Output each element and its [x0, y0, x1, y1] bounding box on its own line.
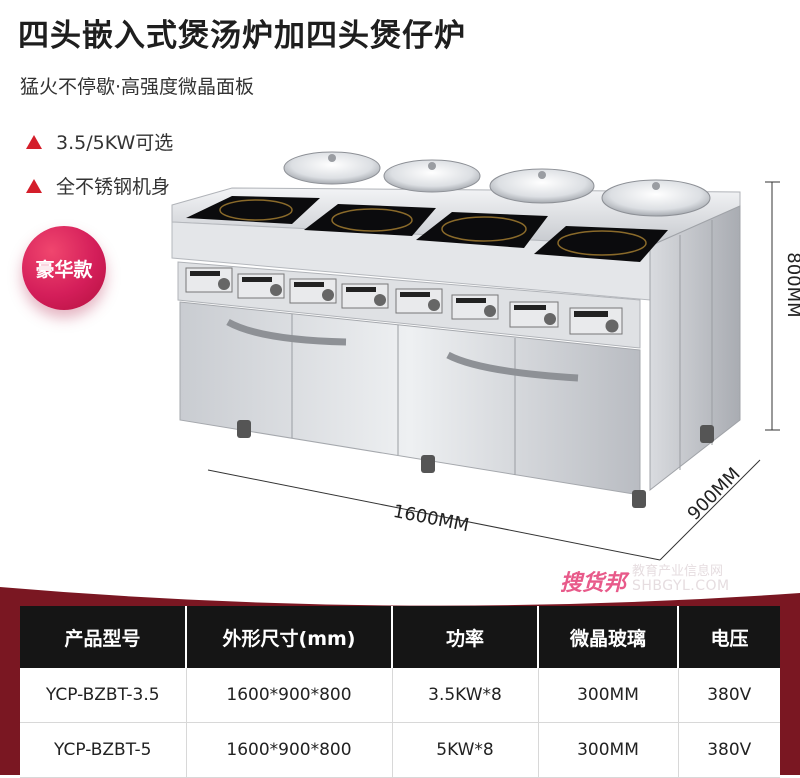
feature-item: 全不锈钢机身 [26, 172, 170, 199]
cell-power: 5KW*8 [392, 722, 539, 778]
stove-foot [237, 420, 251, 438]
soup-pot [601, 179, 711, 217]
stove-foot [632, 490, 646, 508]
control-module [341, 283, 389, 309]
cell-glass: 300MM [538, 668, 679, 723]
door-handle [226, 318, 347, 346]
header-size: 外形尺寸(mm) [186, 606, 393, 668]
control-module [237, 273, 285, 299]
page-subtitle: 猛火不停歇·高强度微晶面板 [20, 76, 255, 98]
header-power: 功率 [392, 606, 539, 668]
control-module [451, 294, 499, 320]
stove-right-side [649, 205, 741, 492]
soup-pot [383, 159, 481, 193]
width-label: 1600MM [391, 501, 470, 536]
depth-dimension-line [659, 459, 761, 561]
cell-model: YCP-BZBT-3.5 [20, 668, 187, 723]
induction-plate [416, 212, 548, 248]
control-module [289, 278, 337, 304]
feature-text: 3.5/5KW可选 [56, 132, 174, 154]
feature-text: 全不锈钢机身 [56, 176, 171, 198]
header-voltage: 电压 [678, 606, 780, 668]
cell-glass: 300MM [538, 722, 679, 778]
cell-model: YCP-BZBT-5 [20, 722, 187, 778]
soup-pot [283, 151, 381, 185]
cell-voltage: 380V [678, 668, 780, 723]
header-model: 产品型号 [20, 606, 187, 668]
height-label: 800MM [783, 252, 800, 317]
control-module [569, 307, 623, 335]
table-header-row: 产品型号 外形尺寸(mm) 功率 微晶玻璃 电压 [20, 606, 780, 668]
depth-label: 900MM [684, 464, 745, 525]
watermark-logo: 搜货邦 [560, 571, 627, 596]
cell-voltage: 380V [678, 722, 780, 778]
induction-plate [304, 204, 436, 236]
induction-plate [186, 196, 320, 224]
band-curve [0, 573, 800, 606]
cell-size: 1600*900*800 [186, 668, 393, 723]
control-module [185, 267, 233, 293]
table-row: YCP-BZBT-3.5 1600*900*800 3.5KW*8 300MM … [20, 668, 780, 723]
control-module [509, 301, 559, 328]
control-module [395, 288, 443, 314]
stove-foot [421, 455, 435, 473]
table-row: YCP-BZBT-5 1600*900*800 5KW*8 300MM 380V [20, 722, 780, 778]
watermark-tagline: 教育产业信息网 [632, 564, 724, 579]
door-handle [446, 351, 579, 382]
cell-size: 1600*900*800 [186, 722, 393, 778]
triangle-bullet-icon [26, 178, 42, 193]
triangle-bullet-icon [26, 134, 42, 149]
badge-deluxe: 豪华款 [22, 226, 106, 310]
watermark: 搜货邦 教育产业信息网 SHBGYL.COM [560, 565, 730, 597]
spec-table: 产品型号 外形尺寸(mm) 功率 微晶玻璃 电压 YCP-BZBT-3.5 16… [20, 606, 780, 778]
stove-illustration: 1600MM 900MM 800MM [171, 151, 800, 561]
soup-pot [489, 168, 595, 204]
page-title: 四头嵌入式煲汤炉加四头煲仔炉 [18, 18, 466, 54]
induction-plate [534, 226, 668, 262]
cell-power: 3.5KW*8 [392, 668, 539, 723]
header-glass: 微晶玻璃 [538, 606, 679, 668]
stove-foot [700, 425, 714, 443]
watermark-url: SHBGYL.COM [632, 577, 730, 594]
feature-item: 3.5/5KW可选 [26, 128, 173, 155]
width-dimension-line [207, 469, 661, 561]
